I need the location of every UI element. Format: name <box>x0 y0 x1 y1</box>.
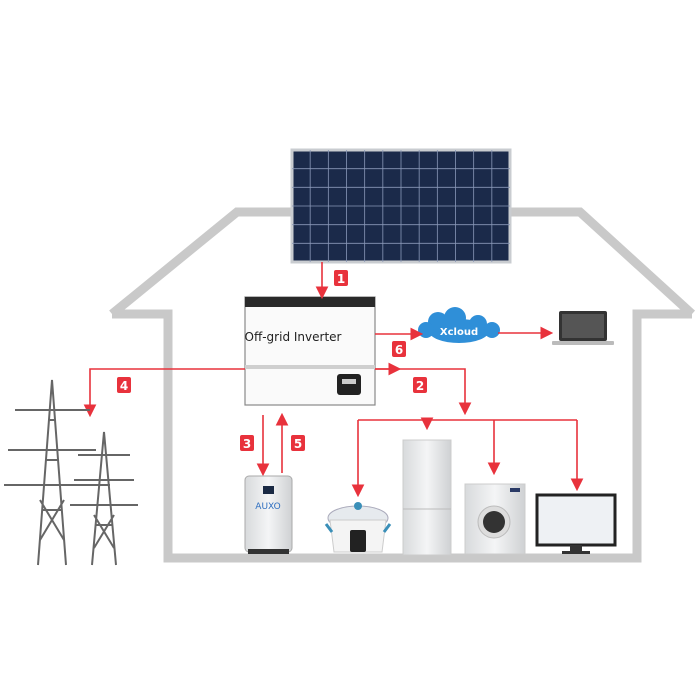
battery-icon: AUXO <box>244 475 293 554</box>
power-pylon-icon <box>4 379 138 566</box>
cloud-icon: Xcloud <box>418 307 500 343</box>
inverter-display-icon <box>337 374 361 395</box>
solar-panel <box>290 148 512 264</box>
television-icon <box>535 493 617 554</box>
svg-text:1: 1 <box>337 272 345 286</box>
svg-text:5: 5 <box>294 437 302 451</box>
step-badge-5: 5 <box>291 435 305 451</box>
house-outline <box>109 207 696 563</box>
cloud-label: Xcloud <box>440 327 478 338</box>
svg-text:3: 3 <box>243 437 251 451</box>
svg-text:2: 2 <box>416 379 424 393</box>
step-badge-1: 1 <box>334 270 348 286</box>
inverter-label: Off-grid Inverter <box>245 330 342 344</box>
svg-text:6: 6 <box>395 343 403 357</box>
step-badge-6: 6 <box>392 341 406 357</box>
step-badge-4: 4 <box>117 377 131 393</box>
battery-brand: AUXO <box>255 502 280 512</box>
svg-text:4: 4 <box>120 379 128 393</box>
washing-machine-icon <box>464 483 526 555</box>
off-grid-inverter: Off-grid Inverter <box>244 296 376 406</box>
step-badge-3: 3 <box>240 435 254 451</box>
refrigerator-icon <box>402 439 452 556</box>
laptop-icon <box>552 311 614 345</box>
rice-cooker-icon <box>324 502 392 553</box>
flow-arrows <box>83 262 584 498</box>
step-badge-2: 2 <box>413 377 427 393</box>
